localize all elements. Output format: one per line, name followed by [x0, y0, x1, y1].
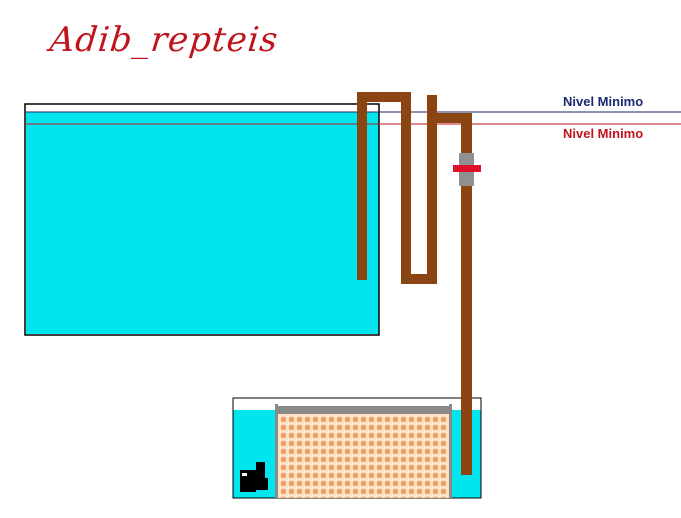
- filter-tray: [278, 406, 449, 414]
- filter-media: [278, 414, 449, 498]
- title-text: Adib_repteis: [47, 20, 281, 60]
- valve-icon: [453, 153, 481, 186]
- aquarium-water: [26, 112, 379, 334]
- pump-icon: [240, 462, 268, 492]
- aquarium-glass: [24, 103, 380, 336]
- level-label-red: Nivel Minimo: [563, 126, 644, 141]
- siphon-pipe: [357, 92, 472, 475]
- sump: [232, 397, 482, 499]
- sump-baffle-right: [449, 404, 452, 498]
- sump-baffle-left: [275, 404, 278, 498]
- level-label-blue: Nivel Minimo: [563, 94, 644, 109]
- main-aquarium: [24, 103, 380, 336]
